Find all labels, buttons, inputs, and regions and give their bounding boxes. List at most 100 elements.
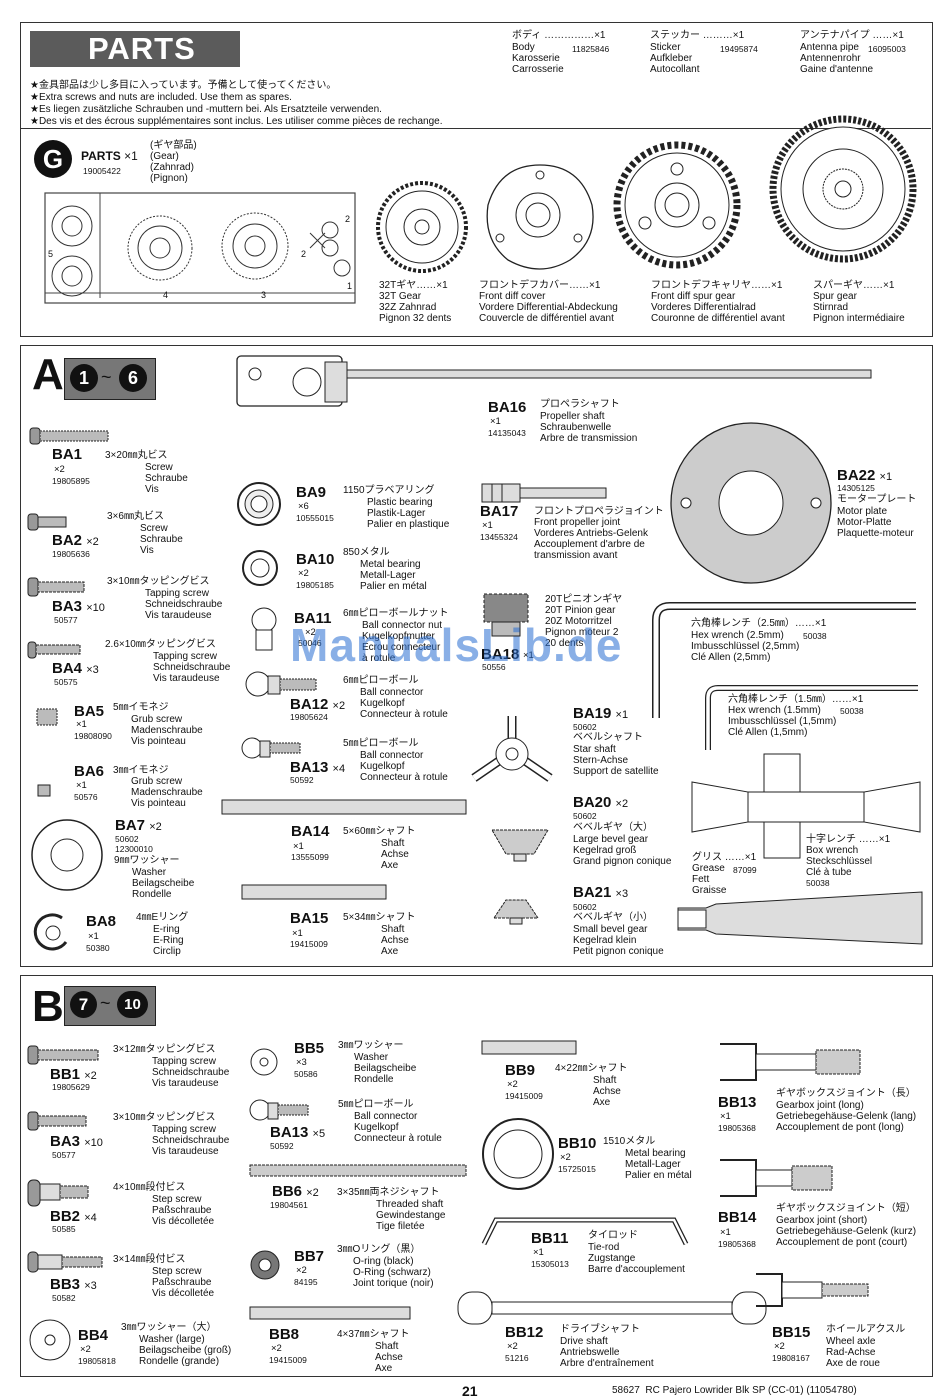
ba12-qty: ×2	[332, 700, 346, 712]
bb13-id: BB13	[718, 1094, 757, 1111]
ba2-id: BA2 ×2	[52, 533, 99, 550]
bb15-qty: ×2	[774, 1341, 785, 1352]
watermark: ManualsLib.de	[290, 619, 623, 671]
ba13-code: 50592	[290, 775, 314, 785]
bb5-names: Washer Beilagscheibe Rondelle	[354, 1052, 417, 1085]
ba12-names: Ball connector Kugelkopf Connecteur à ro…	[360, 687, 448, 720]
ba16-jp: プロペラシャフト	[540, 399, 620, 410]
ba11-names: Ball connector nut Kugelkopfmutter Ecrou…	[362, 620, 443, 664]
ba22-jp: モータープレート	[837, 494, 917, 505]
cross-code: 50038	[806, 878, 830, 888]
bb1-id: BB1 ×2	[50, 1067, 97, 1084]
step-b-from: 7	[70, 991, 97, 1018]
ba12-id-text: BA12	[290, 696, 329, 713]
page-number: 21	[462, 1383, 478, 1399]
bb12-id: BB12	[505, 1324, 544, 1341]
ba5-code: 19808090	[74, 731, 112, 741]
ba10-jp: 850メタル	[343, 547, 390, 558]
bb1-names: Tapping screw Schneidschraube Vis taraud…	[152, 1056, 230, 1089]
ba4-code: 50575	[54, 677, 78, 687]
ba19-names: Star shaft Stern-Achse Support de satell…	[573, 744, 659, 777]
ba22-names: Motor plate Motor-Platte Plaquette-moteu…	[837, 506, 914, 539]
ba18-jp: 20Tピニオンギヤ	[545, 594, 623, 605]
sticker-names: Sticker Aufkleber Autocollant	[650, 42, 700, 75]
bb1-code: 19805629	[52, 1082, 90, 1092]
ba22-motor-plate	[670, 422, 832, 584]
ba19-qty: ×1	[615, 709, 629, 721]
bb9-id: BB9	[505, 1062, 536, 1079]
bb5-qty: ×3	[296, 1057, 307, 1068]
ba3-screw	[27, 577, 85, 597]
ba5-qty: ×1	[76, 719, 87, 730]
antenna-names: Antenna pipe Antennenrohr Gaine d'antenn…	[800, 42, 874, 75]
ba8-ering	[33, 913, 68, 951]
bb9-qty: ×2	[507, 1079, 518, 1090]
ba14-names: Shaft Achse Axe	[381, 838, 409, 871]
ba12-ball-connector	[245, 671, 317, 697]
ba13-id: BA13 ×4	[290, 760, 345, 777]
ba15-shaft	[241, 884, 387, 900]
bb11-names: Tie-rod Zugstange Barre d'accouplement	[588, 1242, 685, 1275]
bb1-id-text: BB1	[50, 1066, 81, 1083]
parts-note-fr: ★Des vis et des écrous supplémentaires s…	[30, 116, 443, 127]
bb9-shaft	[481, 1040, 577, 1055]
g-parts-label: PARTS ×1	[81, 149, 138, 163]
bb2-code: 50585	[52, 1224, 76, 1234]
bb-ba3-id-text: BA3	[50, 1133, 81, 1150]
body-jp: ボディ ……………×1	[512, 30, 606, 41]
bb-ba3-jp: 3×10㎜タッピングビス	[113, 1112, 216, 1123]
parts-note-en: ★Extra screws and nuts are included. Use…	[30, 92, 292, 103]
ba3-qty: ×10	[86, 602, 105, 614]
ba21-id-text: BA21	[573, 884, 612, 901]
ba4-id-text: BA4	[52, 660, 83, 677]
ba18-code: 50556	[482, 662, 506, 672]
bb3-jp: 3×14㎜段付ビス	[113, 1254, 186, 1265]
ba6-qty: ×1	[76, 780, 87, 791]
ba8-names: E-ring E-Ring Circlip	[153, 924, 184, 957]
ba7-code: 50602 12300010	[115, 834, 153, 854]
ba16-qty: ×1	[490, 416, 501, 427]
bb12-qty: ×2	[507, 1341, 518, 1352]
bb6-threaded-shaft	[249, 1164, 467, 1177]
ba15-jp: 5×34㎜シャフト	[343, 912, 416, 923]
ba16-code: 14135043	[488, 428, 526, 438]
bb6-id-text: BB6	[272, 1183, 303, 1200]
bb12-jp: ドライブシャフト	[560, 1324, 640, 1335]
bb15-code: 19808167	[772, 1353, 810, 1363]
grease-jp: グリス ……×1	[692, 852, 757, 863]
ba20-code: 50602	[573, 811, 597, 821]
ba16-propeller-shaft	[236, 355, 872, 407]
bb13-jp: ギヤボックスジョイント（長）	[776, 1088, 916, 1099]
bb15-names: Wheel axle Rad-Achse Axe de roue	[826, 1336, 880, 1369]
spur-gear-names: Spur gear Stirnrad Pignon intermédiaire	[813, 291, 905, 324]
bb11-qty: ×1	[533, 1247, 544, 1258]
front-diff-spur-drawing	[613, 141, 741, 269]
ba20-names: Large bevel gear Kegelrad groß Grand pig…	[573, 834, 672, 867]
ba9-bearing	[237, 482, 281, 526]
ba5-grub	[36, 708, 58, 726]
bb10-metal-bearing	[482, 1118, 554, 1190]
ba2-names: Screw Schraube Vis	[140, 523, 183, 556]
bb6-id: BB6 ×2	[272, 1184, 319, 1201]
g-qty: ×1	[124, 149, 138, 163]
g-runner-num-4: 4	[163, 290, 169, 300]
ba15-code: 19415009	[290, 939, 328, 949]
bb1-qty: ×2	[84, 1070, 97, 1082]
ba18-id: BA18	[481, 647, 519, 663]
ba1-code: 19805895	[52, 476, 90, 486]
bb-ba3-code: 50577	[52, 1150, 76, 1160]
front-diff-cover-drawing	[486, 164, 594, 270]
ba19-jp: ベベルシャフト	[573, 732, 643, 743]
bb6-code: 19804561	[270, 1200, 308, 1210]
g-runner-num-1: 1	[347, 281, 353, 291]
bb3-qty: ×3	[84, 1280, 97, 1292]
ba22-code: 14305125	[837, 483, 875, 493]
cross-jp: 十字レンチ ……×1	[806, 834, 891, 845]
ba10-metal-bearing	[242, 550, 278, 586]
bb15-id: BB15	[772, 1324, 811, 1341]
ba18-pinion	[483, 593, 529, 637]
ba9-id: BA9	[296, 484, 327, 501]
ba5-names: Grub screw Madenschraube Vis pointeau	[131, 714, 203, 747]
bb7-id: BB7	[294, 1248, 325, 1265]
bb10-jp: 1510メタル	[603, 1136, 656, 1147]
